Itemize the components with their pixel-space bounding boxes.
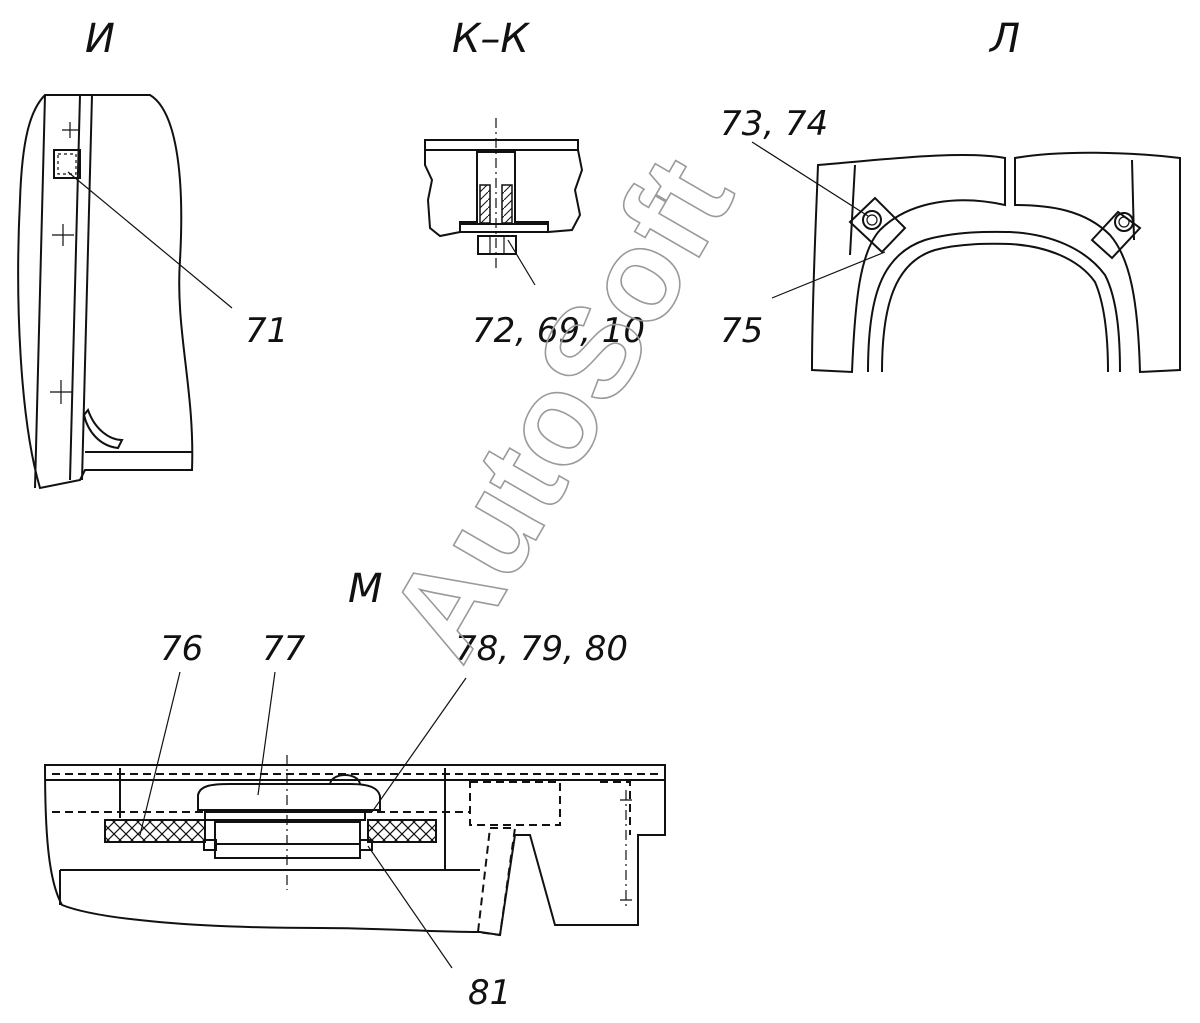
view-i-fastener-mark <box>52 224 74 246</box>
view-m-marks <box>620 799 632 901</box>
view-kk-title: К–К <box>452 16 530 62</box>
view-m-hatch-frame <box>204 811 366 821</box>
view-m-insulation-left <box>104 819 206 843</box>
view-m-insulation-right <box>367 819 437 843</box>
view-l-bolt-right-inner <box>1118 216 1130 228</box>
view-i-title: И <box>85 16 115 62</box>
view-i-plate-inner <box>57 153 77 175</box>
callout-72-69-10: 72, 69, 10 <box>472 311 645 351</box>
view-m: М 76 77 78, 79, 80 <box>43 566 666 1013</box>
view-kk: К–К 72, 69, 10 <box>424 16 645 351</box>
view-i-plate <box>53 149 81 179</box>
view-m-hidden-box <box>469 781 561 826</box>
view-l-bracket-left <box>848 196 907 254</box>
view-i-fastener-mark <box>50 380 72 404</box>
leader-73-74 <box>751 141 869 217</box>
leader-75 <box>771 251 886 299</box>
view-m-title: М <box>348 566 383 612</box>
callout-76: 76 <box>160 629 203 669</box>
view-l-left-frame <box>810 154 1006 374</box>
view-m-roof-outline <box>43 764 666 937</box>
view-kk-insert-left <box>479 184 491 224</box>
view-l-title: Л <box>988 16 1020 62</box>
view-m-hatch-cover <box>197 783 381 811</box>
view-l-bolt-right <box>1114 212 1134 232</box>
view-i: И 71 <box>17 16 288 490</box>
callout-71: 71 <box>245 311 288 351</box>
callout-81: 81 <box>468 973 511 1013</box>
view-i-edge-line <box>34 94 46 489</box>
view-l-bolt-left <box>862 210 882 230</box>
view-m-clamp-right <box>359 839 373 851</box>
view-l-arch-inner <box>867 230 1121 373</box>
view-m-hidden-box-2 <box>600 781 631 835</box>
callout-73-74: 73, 74 <box>720 104 828 144</box>
view-l: Л 73, 74 75 <box>720 16 1181 374</box>
view-kk-insert-right <box>501 184 513 224</box>
view-l-bolt-left-inner <box>866 214 878 226</box>
leader-81 <box>367 845 453 969</box>
leader-78-79-80 <box>371 677 467 813</box>
callout-75: 75 <box>720 311 763 351</box>
view-m-strut <box>476 827 517 937</box>
view-l-stiffener <box>849 164 856 256</box>
view-i-fastener-mark <box>62 122 78 138</box>
callout-77: 77 <box>262 629 306 669</box>
view-l-stiffener-2 <box>1131 159 1135 241</box>
leader-72-69-10 <box>507 239 536 286</box>
view-l-right-frame <box>1014 151 1181 374</box>
leader-76 <box>139 671 181 836</box>
view-kk-nut <box>477 235 517 255</box>
view-m-hatch-knob <box>329 774 361 785</box>
callout-78-79-80: 78, 79, 80 <box>455 629 628 669</box>
leader-77 <box>257 671 276 796</box>
watermark: AutoSoft <box>360 134 761 682</box>
view-l-bracket-right <box>1090 210 1142 260</box>
view-kk-washer <box>459 223 549 233</box>
view-i-bracket <box>82 407 124 450</box>
view-i-frame-line <box>69 94 81 481</box>
view-m-clamp-left <box>203 839 217 851</box>
leader-71 <box>67 171 233 309</box>
view-l-arch-inner-2 <box>881 242 1109 373</box>
view-kk-top-skin <box>424 139 579 151</box>
